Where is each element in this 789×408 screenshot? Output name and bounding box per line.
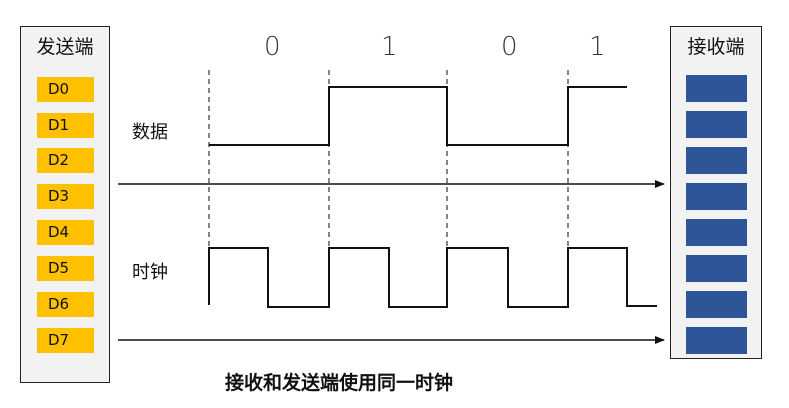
register-cell <box>686 255 747 282</box>
bit-label: 1 <box>589 32 606 62</box>
data-line-d2: D2 <box>37 148 94 173</box>
register-cell <box>686 183 747 210</box>
data-line-d3: D3 <box>37 184 94 209</box>
register-cell <box>686 75 747 102</box>
clock-signal-label: 时钟 <box>132 262 168 283</box>
data-line-d6: D6 <box>37 292 94 317</box>
data-line-d1: D1 <box>37 113 94 138</box>
bit-label: 1 <box>381 32 398 62</box>
receiver-panel: 接收端 <box>670 26 762 359</box>
register-cell <box>686 147 747 174</box>
data-line-d5: D5 <box>37 256 94 281</box>
data-waveform <box>209 86 627 146</box>
data-signal-label: 数据 <box>132 122 168 143</box>
diagram-caption: 接收和发送端使用同一时钟 <box>225 372 454 394</box>
register-cell <box>686 219 747 246</box>
receiver-title: 接收端 <box>687 36 745 58</box>
sender-panel: 发送端 D0 D1 D2 D3 D4 D5 D6 D7 <box>20 26 110 383</box>
bit-label: 0 <box>501 32 518 62</box>
register-cell <box>686 111 747 138</box>
register-cell <box>686 327 747 354</box>
data-line-d7: D7 <box>37 328 94 353</box>
data-line-d0: D0 <box>37 77 94 102</box>
register-cell <box>686 291 747 318</box>
bit-label: 0 <box>264 32 281 62</box>
sender-title: 发送端 <box>36 36 94 58</box>
clock-waveform <box>208 247 657 308</box>
data-line-d4: D4 <box>37 220 94 245</box>
